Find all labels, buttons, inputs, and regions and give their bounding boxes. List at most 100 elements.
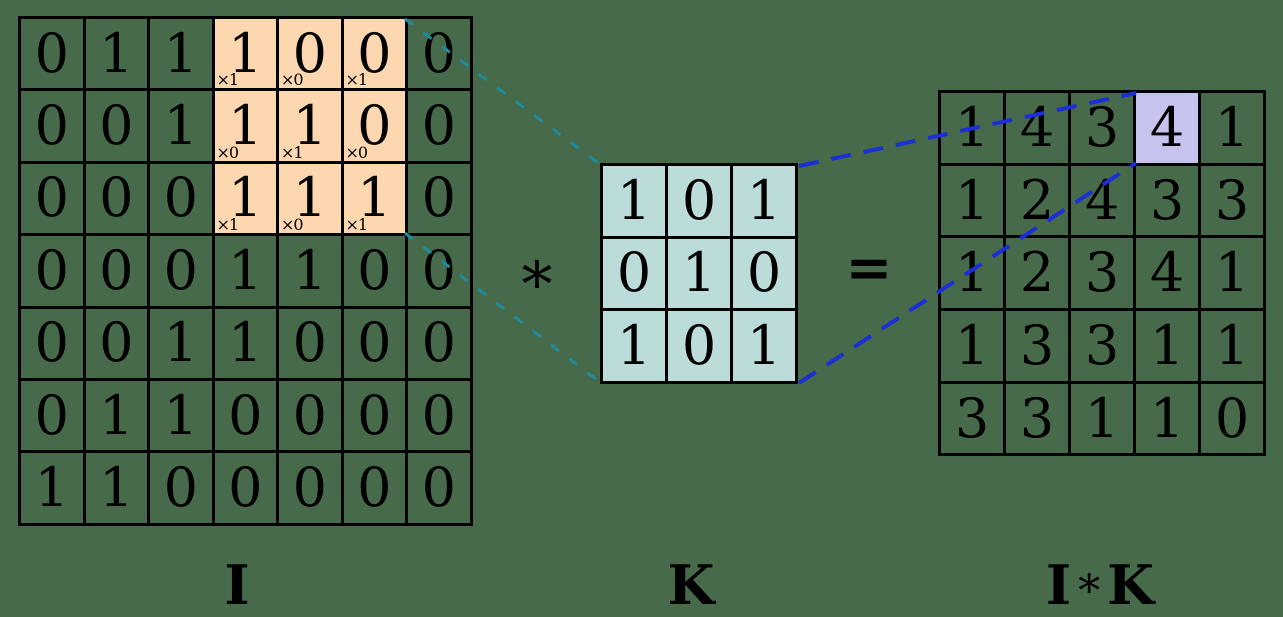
output-cell-value: 3 bbox=[1084, 241, 1120, 305]
kernel-cell: 0 bbox=[733, 238, 795, 308]
convolution-operator: * bbox=[505, 235, 569, 316]
multiplier-label: ×1 bbox=[216, 215, 240, 235]
output-cell: 1 bbox=[1201, 93, 1263, 163]
input-cell-value: 1 bbox=[163, 21, 198, 85]
output-cell: 4 bbox=[1071, 165, 1133, 236]
kernel-cell-value: 1 bbox=[616, 168, 652, 232]
output-cell: 3 bbox=[941, 383, 1003, 454]
multiplier-label: ×1 bbox=[345, 70, 369, 90]
output-cell: 3 bbox=[1006, 311, 1068, 381]
multiplier-label: ×0 bbox=[216, 142, 240, 162]
output-cell: 3 bbox=[1136, 165, 1198, 236]
output-cell: 1 bbox=[1201, 238, 1263, 309]
output-cell: 1 bbox=[1201, 311, 1263, 381]
input-cell-highlighted: 0×0 bbox=[343, 91, 405, 162]
output-cell: 3 bbox=[1071, 238, 1133, 309]
output-cell-value: 4 bbox=[1149, 241, 1185, 305]
output-cell-value: 4 bbox=[1084, 168, 1120, 232]
multiplier-label: ×0 bbox=[281, 215, 304, 235]
output-cell-value: 3 bbox=[1019, 313, 1055, 377]
output-cell-value: 2 bbox=[1019, 168, 1055, 232]
input-cell-value: 0 bbox=[163, 456, 198, 520]
input-cell-value: 0 bbox=[357, 383, 392, 447]
input-cell: 0 bbox=[408, 19, 470, 89]
kernel-cell: 0 bbox=[603, 238, 665, 308]
multiplier-label: ×0 bbox=[345, 142, 369, 162]
input-cell-value: 0 bbox=[34, 311, 69, 375]
output-cell-value: 4 bbox=[1149, 95, 1185, 159]
input-cell-value: 0 bbox=[421, 166, 456, 230]
input-cell-highlighted: 1×1 bbox=[214, 163, 276, 235]
kernel-cell-value: 0 bbox=[746, 241, 782, 305]
output-cell-value: 1 bbox=[1214, 241, 1250, 305]
input-cell-value: 0 bbox=[421, 456, 456, 520]
input-cell-value: 0 bbox=[421, 94, 456, 158]
output-cell: 3 bbox=[1201, 165, 1263, 236]
input-cell: 0 bbox=[408, 236, 470, 306]
input-cell: 0 bbox=[150, 163, 212, 234]
output-cell: 3 bbox=[1071, 93, 1133, 163]
output-cell: 1 bbox=[941, 311, 1003, 381]
input-cell-value: 0 bbox=[421, 383, 456, 447]
input-cell: 0 bbox=[21, 236, 83, 306]
input-cell: 0 bbox=[408, 163, 470, 234]
output-cell: 1 bbox=[1136, 383, 1198, 454]
input-cell-value: 0 bbox=[357, 94, 392, 158]
output-cell: 0 bbox=[1201, 383, 1263, 454]
input-cell: 0 bbox=[85, 236, 147, 306]
input-matrix-label: I bbox=[224, 553, 250, 617]
input-cell-value: 0 bbox=[99, 166, 134, 230]
output-cell-value: 3 bbox=[1149, 168, 1185, 232]
input-cell-highlighted: 0×0 bbox=[279, 19, 341, 89]
input-cell: 0 bbox=[21, 163, 83, 234]
output-cell: 1 bbox=[1071, 383, 1133, 454]
input-cell: 0 bbox=[85, 308, 147, 378]
input-cell: 1 bbox=[150, 380, 212, 451]
output-cell-value: 4 bbox=[1019, 95, 1055, 159]
kernel-cell-value: 1 bbox=[746, 313, 782, 377]
multiplier-label: ×1 bbox=[281, 142, 304, 162]
kernel-cell-value: 1 bbox=[746, 168, 782, 232]
output-cell-value: 1 bbox=[1214, 313, 1250, 377]
input-cell: 1 bbox=[85, 380, 147, 451]
output-cell-value: 1 bbox=[1149, 313, 1185, 377]
kernel-matrix-label: K bbox=[667, 553, 715, 617]
input-cell: 0 bbox=[343, 236, 405, 306]
multiplier-label: ×1 bbox=[216, 70, 240, 90]
kernel-cell: 1 bbox=[668, 238, 730, 308]
output-cell-value: 3 bbox=[1214, 168, 1250, 232]
output-cell-value: 1 bbox=[954, 241, 990, 305]
input-cell-highlighted: 0×1 bbox=[343, 19, 405, 90]
input-cell: 1 bbox=[150, 19, 212, 89]
kernel-cell: 1 bbox=[733, 166, 795, 236]
input-cell-value: 0 bbox=[163, 238, 198, 302]
input-cell: 0 bbox=[279, 453, 341, 523]
input-cell-value: 0 bbox=[421, 311, 456, 375]
output-cell: 1 bbox=[941, 238, 1003, 309]
output-matrix-label: I*K bbox=[1046, 558, 1154, 614]
output-cell: 3 bbox=[1071, 311, 1133, 381]
output-cell: 1 bbox=[941, 93, 1003, 163]
output-cell: 1 bbox=[1136, 311, 1198, 381]
input-cell: 0 bbox=[21, 19, 83, 89]
input-cell-value: 0 bbox=[34, 94, 69, 158]
input-cell: 0 bbox=[343, 380, 405, 451]
output-label-right: K bbox=[1107, 553, 1155, 617]
input-cell-value: 0 bbox=[99, 311, 134, 375]
input-cell-value: 0 bbox=[34, 383, 69, 447]
input-cell: 0 bbox=[85, 163, 147, 234]
input-cell: 0 bbox=[343, 308, 405, 378]
output-label-left: I bbox=[1045, 553, 1072, 617]
input-cell: 0 bbox=[408, 308, 470, 378]
output-cell-value: 1 bbox=[1149, 386, 1185, 450]
output-cell: 2 bbox=[1006, 238, 1068, 309]
kernel-cell: 1 bbox=[603, 166, 665, 236]
input-cell-value: 0 bbox=[163, 166, 198, 230]
input-cell-value: 0 bbox=[228, 456, 263, 520]
output-cell: 3 bbox=[1006, 383, 1068, 454]
output-cell: 4 bbox=[1006, 93, 1068, 163]
input-cell-value: 1 bbox=[292, 166, 327, 230]
input-cell: 1 bbox=[279, 236, 341, 306]
